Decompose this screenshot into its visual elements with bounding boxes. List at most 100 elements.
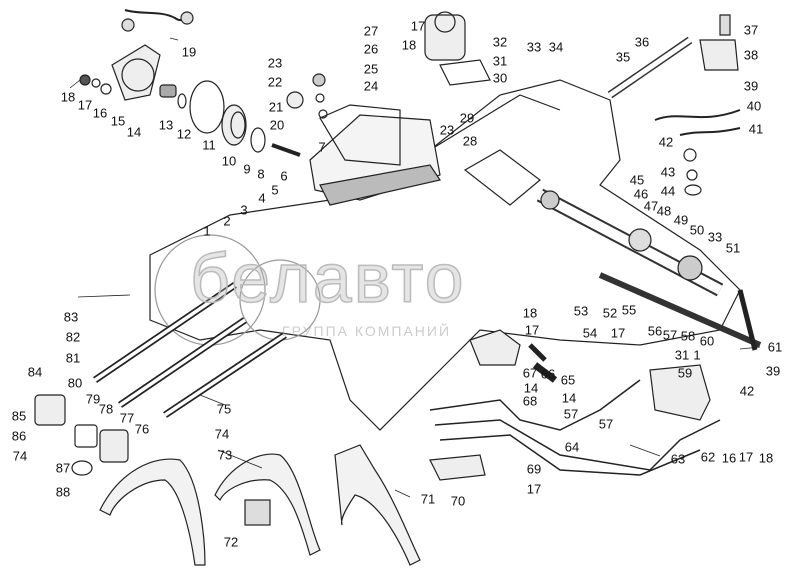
part-label: 14 [523,380,539,396]
part-label: 17 [738,449,754,465]
part-label: 44 [660,183,676,199]
part-label: 7 [318,139,326,155]
part-label: 15 [110,113,126,129]
part-label: 14 [561,390,577,406]
part-label: 3 [240,202,248,218]
part-label: 74 [12,448,28,464]
part-label: 28 [462,133,478,149]
part-label: 33 [707,229,723,245]
part-label: 35 [615,49,631,65]
part-label: 57 [662,327,678,343]
part-label: 22 [267,74,283,90]
part-label: 50 [689,222,705,238]
part-label: 23 [267,55,283,71]
part-label: 4 [258,190,266,206]
part-label: 8 [257,166,265,182]
part-label: 17 [410,18,426,34]
part-label: 38 [743,47,759,63]
part-label: 59 [677,365,693,381]
part-label: 6 [280,168,288,184]
part-label: 60 [699,333,715,349]
part-label: 27 [363,23,379,39]
part-label: 24 [363,78,379,94]
shift-fork-3 [334,444,421,566]
shift-fork-2 [214,453,321,556]
part-label: 18 [758,450,774,466]
part-label: 17 [524,322,540,338]
shift-fork-1 [99,458,206,566]
part-label: 9 [243,161,251,177]
part-label: 48 [656,203,672,219]
part-label: 33 [526,39,542,55]
part-label: 69 [526,461,542,477]
part-label: 70 [450,493,466,509]
part-label: 54 [582,325,598,341]
part-label: 82 [65,329,81,345]
part-label: 88 [55,484,71,500]
part-label: 17 [77,97,93,113]
part-label: 25 [363,61,379,77]
part-label: 11 [202,137,216,153]
part-label: 42 [739,383,755,399]
part-label: 36 [634,34,650,50]
part-label: 75 [216,401,232,417]
part-label: 63 [670,451,686,467]
part-label: 53 [573,303,589,319]
part-label: 18 [522,305,538,321]
part-label: 17 [526,481,542,497]
part-label: 87 [55,460,71,476]
part-label: 68 [522,393,538,409]
part-label: 39 [765,363,781,379]
part-label: 58 [680,328,696,344]
part-label: 46 [633,186,649,202]
part-label: 5 [271,182,279,198]
hydraulic-lines [429,379,721,476]
part-label: 19 [181,44,197,60]
part-label: 56 [647,323,663,339]
part-label: 61 [767,339,783,355]
part-label: 71 [420,491,436,507]
part-label: 20 [269,117,285,133]
part-label: 49 [673,212,689,228]
part-label: 17 [610,325,626,341]
part-label: 41 [748,121,764,137]
part-label: 29 [459,110,475,126]
part-label: 83 [63,309,79,325]
part-label: 86 [11,428,27,444]
part-label: 31 [674,347,690,363]
part-label: 85 [11,408,27,424]
part-label: 32 [492,34,508,50]
part-label: 21 [268,99,284,115]
part-label: 1 [693,347,701,363]
part-label: 23 [439,122,455,138]
part-label: 40 [746,98,762,114]
watermark-subtitle: ГРУППА КОМПАНИЙ [282,323,452,339]
part-label: 13 [158,117,174,133]
part-label: 37 [743,22,759,38]
part-label: 12 [176,126,192,142]
part-label: 51 [725,240,741,256]
part-label: 16 [721,450,737,466]
part-label: 72 [223,534,239,550]
part-label: 78 [98,401,114,417]
part-label: 65 [560,372,576,388]
part-label: 45 [629,172,645,188]
part-label: 34 [548,39,564,55]
part-label: 10 [221,153,237,169]
part-label: 1 [203,223,211,239]
part-label: 30 [492,70,508,86]
part-label: 55 [621,302,637,318]
part-label: 16 [92,105,108,121]
part-label: 47 [643,198,659,214]
part-label: 2 [223,213,231,229]
part-label: 66 [540,366,556,382]
part-label: 57 [598,416,614,432]
part-label: 76 [134,421,150,437]
part-label: 67 [522,365,538,381]
part-label: 18 [60,89,76,105]
part-label: 81 [65,350,81,366]
part-label: 43 [660,164,676,180]
part-label: 57 [563,406,579,422]
part-label: 74 [214,426,230,442]
